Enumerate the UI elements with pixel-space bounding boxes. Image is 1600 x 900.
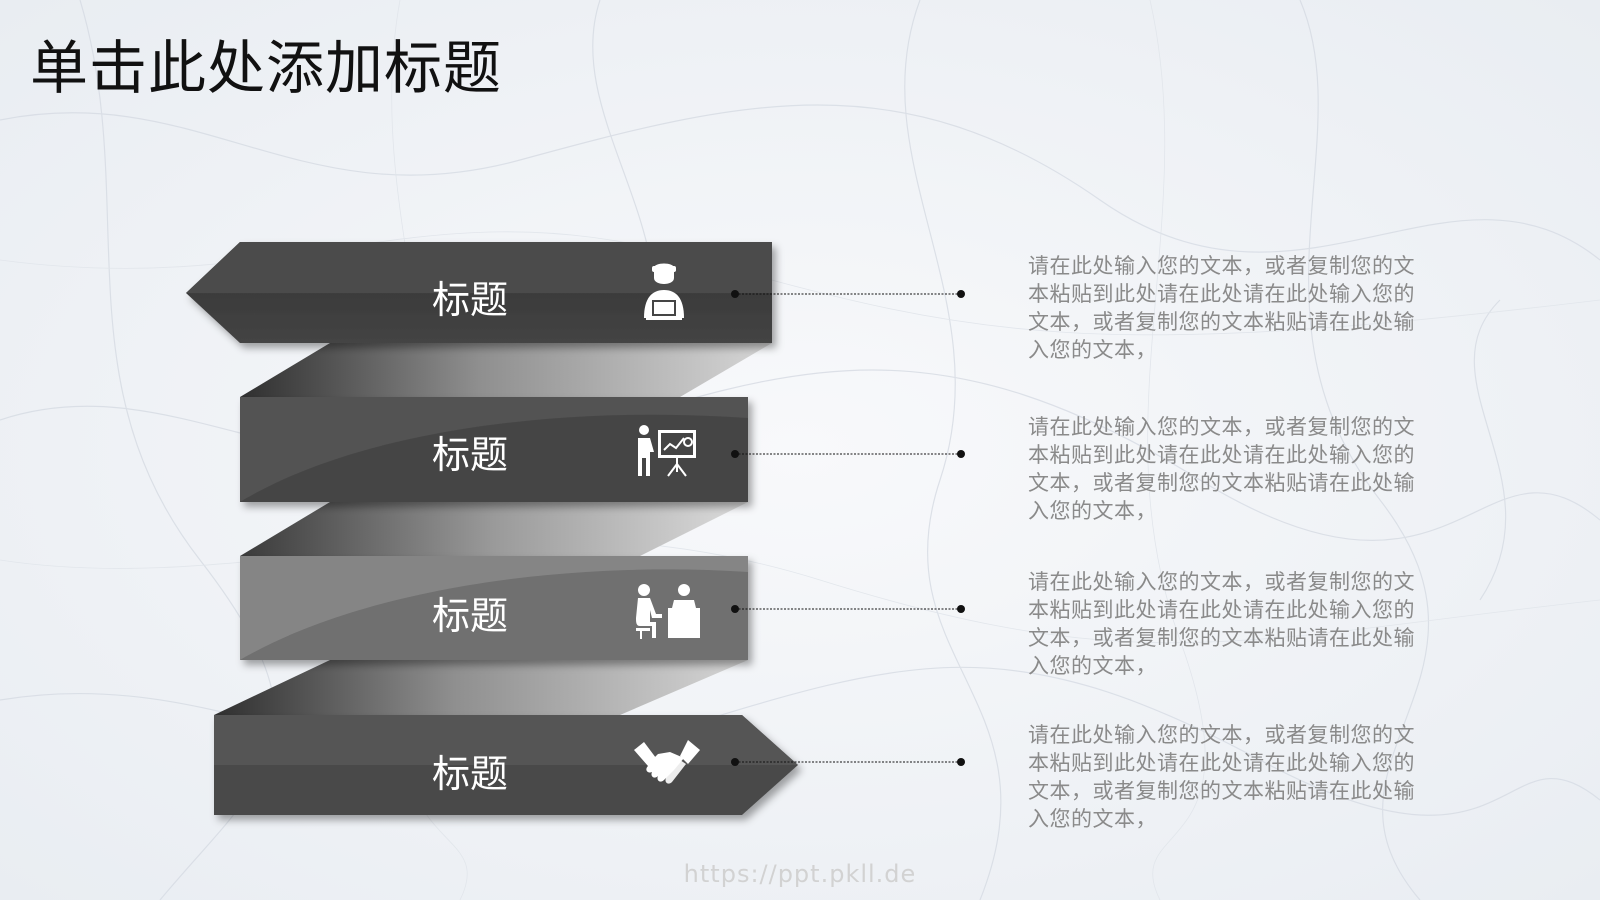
handshake-icon	[634, 740, 700, 784]
watermark-url: https://ppt.pkll.de	[683, 860, 917, 888]
connector-line-4	[731, 758, 965, 766]
connector-line-1	[731, 290, 965, 298]
connector-line-2	[731, 450, 965, 458]
band-4-label[interactable]: 标题	[431, 752, 508, 796]
band-1-label[interactable]: 标题	[431, 278, 508, 322]
band-3-label[interactable]: 标题	[431, 594, 508, 638]
description-1[interactable]: 请在此处输入您的文本，或者复制您的文本粘贴到此处请在此处请在此处输入您的文本，或…	[1028, 254, 1415, 362]
fold-1	[240, 343, 772, 397]
band-2-label[interactable]: 标题	[431, 433, 508, 477]
business-person-laptop-icon	[644, 263, 684, 320]
band-3	[240, 556, 748, 660]
presentation-board-icon	[638, 425, 696, 477]
description-3[interactable]: 请在此处输入您的文本，或者复制您的文本粘贴到此处请在此处请在此处输入您的文本，或…	[1028, 570, 1415, 678]
description-2[interactable]: 请在此处输入您的文本，或者复制您的文本粘贴到此处请在此处请在此处输入您的文本，或…	[1028, 415, 1415, 523]
description-4[interactable]: 请在此处输入您的文本，或者复制您的文本粘贴到此处请在此处请在此处输入您的文本，或…	[1028, 723, 1415, 831]
fold-2	[240, 502, 748, 556]
band-1	[186, 242, 772, 343]
fold-3	[214, 660, 748, 715]
desk-meeting-icon	[636, 584, 700, 639]
connector-line-3	[731, 605, 965, 613]
slide-title[interactable]: 单击此处添加标题	[30, 34, 503, 102]
band-4	[214, 715, 798, 815]
